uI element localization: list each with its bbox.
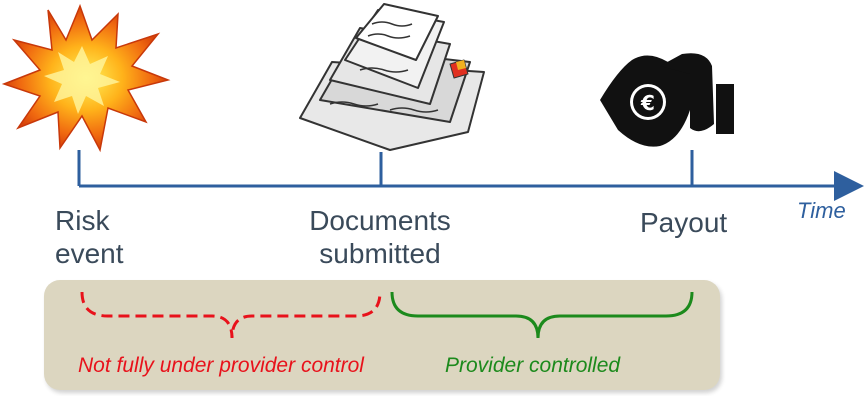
controlled-span-label: Provider controlled xyxy=(445,354,621,377)
controlled-span-brace xyxy=(390,291,694,339)
risk-event-label: Risk event xyxy=(55,204,124,270)
euro-payout-icon: € xyxy=(600,53,734,147)
payout-label: Payout xyxy=(640,206,727,239)
control-spans-box xyxy=(44,280,720,390)
uncontrolled-span-label: Not fully under provider control xyxy=(78,354,364,377)
documents-icon xyxy=(299,3,485,151)
time-axis-label: Time xyxy=(797,198,846,223)
payout-label-line: Payout xyxy=(640,207,728,238)
uncontrolled-span-brace xyxy=(80,291,382,339)
risk-event-label-line: Risk xyxy=(55,205,110,236)
documents-label-line: Documents xyxy=(309,205,451,236)
explosion-icon xyxy=(1,3,171,153)
risk-event-label-line: event xyxy=(55,238,124,269)
documents-submitted-label: Documents submitted xyxy=(290,204,470,270)
documents-label-line: submitted xyxy=(319,238,441,269)
svg-text:€: € xyxy=(640,91,655,115)
